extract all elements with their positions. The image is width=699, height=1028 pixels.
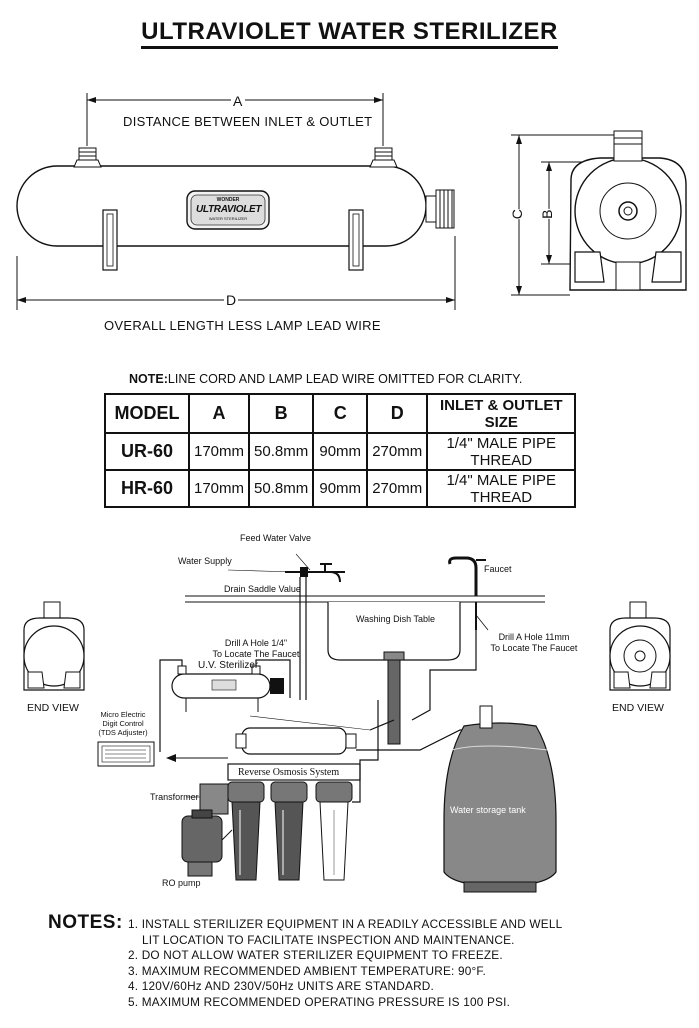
cell-c: 90mm (312, 469, 369, 508)
cell-size: 1/4" MALE PIPE THREAD (426, 469, 577, 508)
note-item: LIT LOCATION TO FACILITATE INSPECTION AN… (142, 932, 515, 947)
note-item: 2. DO NOT ALLOW WATER STERILIZER EQUIPME… (128, 948, 503, 962)
label-uv-sterilizer: U.V. Sterilizer (198, 660, 259, 671)
cell-d: 270mm (366, 432, 429, 471)
sterilizer-side-view-drawing (16, 93, 687, 310)
header-inlet-outlet: INLET & OUTLET SIZE (426, 393, 577, 434)
header-b: B (248, 393, 315, 434)
cell-d: 270mm (366, 469, 429, 508)
cell-model: UR-60 (104, 432, 190, 471)
dimension-b-label: B (536, 209, 557, 219)
notes-list: 1. INSTALL STERILIZER EQUIPMENT IN A REA… (128, 917, 562, 1010)
specification-table: MODEL A B C D INLET & OUTLET SIZE UR-60 … (104, 393, 577, 508)
header-d: D (366, 393, 429, 434)
end-view-right-drawing (609, 601, 671, 691)
label-water-storage-tank: Water storage tank (450, 805, 526, 815)
cell-size: 1/4" MALE PIPE THREAD (426, 432, 577, 471)
label-drain-saddle-valve: Drain Saddle Value (224, 584, 301, 594)
cell-a: 170mm (187, 469, 251, 508)
note-item: 5. MAXIMUM RECOMMENDED OPERATING PRESSUR… (128, 994, 511, 1009)
note-item: 3. MAXIMUM RECOMMENDED AMBIENT TEMPERATU… (128, 963, 486, 978)
cell-model: HR-60 (104, 469, 190, 508)
label-water-supply: Water Supply (178, 556, 232, 566)
cell-b: 50.8mm (248, 469, 315, 508)
label-drill-hole-left: Drill A Hole 1/4"To Locate The Faucet (212, 638, 300, 659)
label-end-view-right: END VIEW (612, 702, 664, 714)
dimension-c-label: C (507, 208, 528, 220)
table-header-row: MODEL A B C D INLET & OUTLET SIZE (104, 393, 577, 434)
header-model: MODEL (104, 393, 190, 434)
cell-b: 50.8mm (248, 432, 315, 471)
notes-heading: NOTES: (48, 912, 123, 933)
dimension-d-label: D (224, 292, 239, 308)
cell-a: 170mm (187, 432, 251, 471)
header-a: A (187, 393, 251, 434)
label-faucet: Faucet (484, 564, 512, 574)
cell-c: 90mm (312, 432, 369, 471)
dimension-a-label: A (231, 93, 245, 109)
label-ro-pump: RO pump (162, 878, 201, 888)
label-end-view-left: END VIEW (27, 702, 79, 714)
installation-diagram (97, 553, 557, 893)
end-view-left-drawing (23, 601, 85, 691)
label-transformer: Transformer (150, 792, 199, 802)
label-washing-dish-table: Washing Dish Table (356, 614, 436, 624)
header-c: C (312, 393, 369, 434)
note-item: 1. INSTALL STERILIZER EQUIPMENT IN A REA… (128, 917, 563, 931)
clarity-note: NOTE:LINE CORD AND LAMP LEAD WIRE OMITTE… (129, 372, 523, 386)
table-row: UR-60 170mm 50.8mm 90mm 270mm 1/4" MALE … (104, 432, 577, 471)
label-reverse-osmosis-system: Reverse Osmosis System (238, 767, 340, 778)
note-item: 4. 120V/60Hz AND 230V/50Hz UNITS ARE STA… (128, 979, 434, 993)
label-feed-water-valve: Feed Water Valve (240, 533, 312, 543)
dimension-d-caption: OVERALL LENGTH LESS LAMP LEAD WIRE (104, 318, 381, 333)
page-title: ULTRAVIOLET WATER STERILIZER (0, 18, 699, 49)
table-row: HR-60 170mm 50.8mm 90mm 270mm 1/4" MALE … (104, 469, 577, 508)
ultraviolet-logo: WONDER ULTRAVIOLET WATER STERILIZER (196, 197, 262, 221)
dimension-a-caption: DISTANCE BETWEEN INLET & OUTLET (123, 114, 373, 129)
